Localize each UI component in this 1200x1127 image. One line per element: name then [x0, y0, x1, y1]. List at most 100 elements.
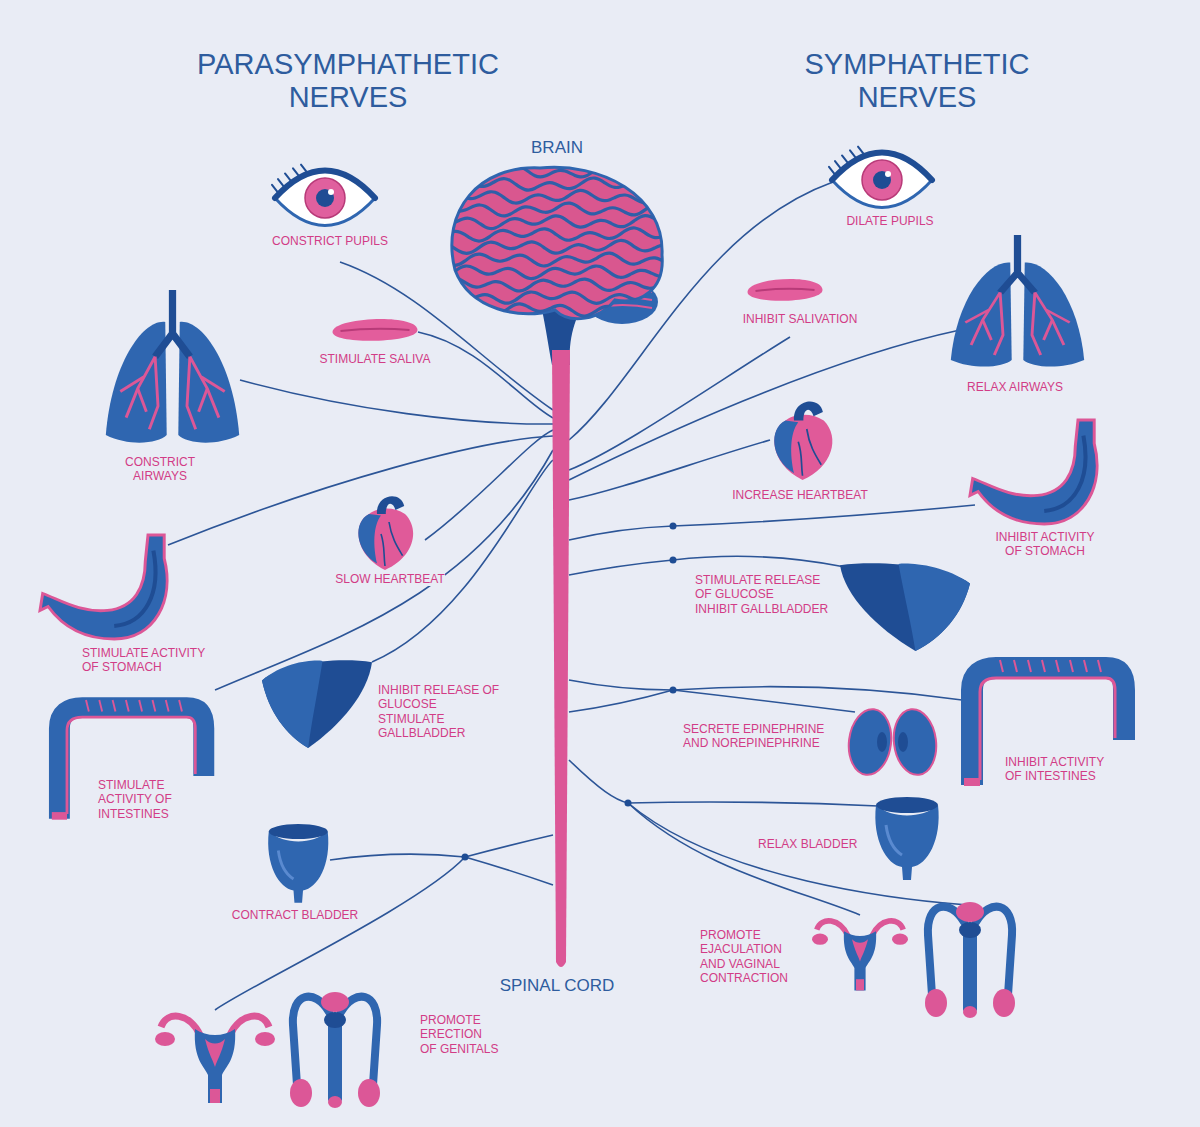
effect-label: STIMULATE SALIVA [320, 352, 431, 366]
eyelash [285, 173, 292, 182]
bladder-small [956, 902, 984, 922]
brain-fold [440, 166, 675, 179]
colon-fold [126, 700, 129, 711]
junction-dot [670, 687, 677, 694]
bladder-small [321, 992, 349, 1012]
uterus-illustration [155, 1016, 275, 1103]
stomach-fold [114, 551, 155, 626]
effect-label: STIMULATE ACTIVITY OF STOMACH [82, 646, 205, 674]
tongue-illustration [748, 279, 823, 301]
heart-body [774, 415, 832, 480]
brain-fold [440, 278, 675, 291]
glans [963, 1006, 977, 1018]
liver-lobe [899, 564, 971, 651]
liver-shape [262, 660, 372, 748]
nerve-line [628, 803, 968, 905]
testis [993, 989, 1015, 1017]
heart-side [774, 421, 798, 474]
glans [328, 1096, 342, 1108]
effect-label: INCREASE HEARTBEAT [732, 488, 868, 502]
effect-label: PROMOTE EJACULATION AND VAGINAL CONTRACT… [700, 928, 788, 985]
penis [328, 1016, 342, 1105]
tongue-illustration [333, 319, 418, 341]
nerve-line [569, 505, 975, 540]
lung-lobe [106, 322, 167, 443]
effect-label-box: RELAX BLADDER [758, 837, 863, 851]
heart-vessel [798, 429, 821, 476]
effect-label-box: INHIBIT ACTIVITY OF STOMACH [990, 530, 1100, 559]
eye-shine [885, 171, 891, 177]
stomach-fold [1044, 436, 1085, 511]
lung-lobe [1023, 262, 1084, 366]
lung-vessel [1035, 293, 1064, 346]
eyelash [272, 185, 279, 194]
eyelash [293, 168, 300, 177]
lung-vessel [149, 357, 158, 430]
lung-vessel [190, 357, 219, 418]
side-heading-box: PARASYMPHATHETIC NERVES [178, 48, 518, 115]
effect-label: CONSTRICT PUPILS [272, 234, 388, 248]
pupil [316, 189, 334, 207]
vas-deferens [976, 907, 1012, 995]
eyelash [850, 150, 857, 159]
tongue-line [341, 329, 410, 331]
eye-white [832, 153, 932, 208]
eye-shine [328, 189, 334, 195]
vas-deferens [928, 907, 964, 995]
lungs-illustration [106, 290, 239, 443]
eyelid [275, 171, 375, 199]
effect-label-box: INHIBIT RELEASE OF GLUCOSE [378, 683, 503, 712]
heart-illustration [774, 402, 832, 480]
eye-illustration [829, 147, 932, 208]
eyelid [832, 153, 932, 181]
bladder-rim [269, 824, 328, 839]
heart-illustration [358, 496, 413, 570]
tongue-shape [333, 319, 418, 341]
effect-label-box: INHIBIT SALIVATION [725, 312, 875, 326]
brain-fold [440, 328, 675, 341]
eyelash [858, 147, 865, 156]
testis [358, 1079, 380, 1107]
colon [972, 668, 1124, 785]
effect-label-box: STIMULATE RELEASE OF GLUCOSE [695, 573, 830, 602]
eyelash [301, 165, 308, 174]
testis [925, 989, 947, 1017]
effect-label: PROMOTE ERECTION OF GENITALS [420, 1013, 498, 1056]
bladder-shine [886, 825, 902, 855]
nerve-line [569, 337, 790, 470]
eyelash [278, 179, 285, 188]
effect-label-box: STIMULATE GALLBLADDER [378, 712, 503, 741]
effect-label-box: CONSTRICT PUPILS [255, 234, 405, 248]
heart-vessel [381, 522, 403, 566]
ovary [812, 934, 828, 945]
kidney-hilum [877, 732, 887, 752]
effect-label: SECRETE EPINEPHRINE AND NOREPINEPHRINE [683, 722, 824, 750]
colon-fold [1070, 660, 1073, 672]
part-name-box: BRAIN [507, 138, 607, 158]
effect-label: CONSTRICT AIRWAYS [125, 455, 195, 483]
lung-vessel [983, 320, 992, 340]
effect-label-box: PROMOTE EJACULATION AND VAGINAL CONTRACT… [700, 928, 792, 986]
heart-body [358, 509, 413, 570]
trachea [1000, 235, 1035, 293]
nerve-line [465, 835, 553, 857]
brain-fold [440, 228, 675, 241]
nerve-line [418, 332, 553, 418]
nerve-line [569, 330, 960, 480]
part-name: BRAIN [531, 138, 583, 157]
colon-fold [139, 700, 142, 711]
trachea [155, 290, 190, 357]
liver-illustration [840, 563, 970, 651]
tongue-shape [748, 279, 823, 301]
nerve-line [569, 680, 962, 700]
uterus-body [195, 1029, 235, 1103]
nerve-line [465, 857, 553, 885]
lung-lobe [178, 322, 239, 443]
colon-fold [1056, 660, 1059, 672]
nerve-line [673, 690, 855, 712]
colon-fold [113, 700, 116, 711]
nerve-line [215, 450, 553, 690]
part-name-box: SPINAL CORD [487, 976, 627, 996]
